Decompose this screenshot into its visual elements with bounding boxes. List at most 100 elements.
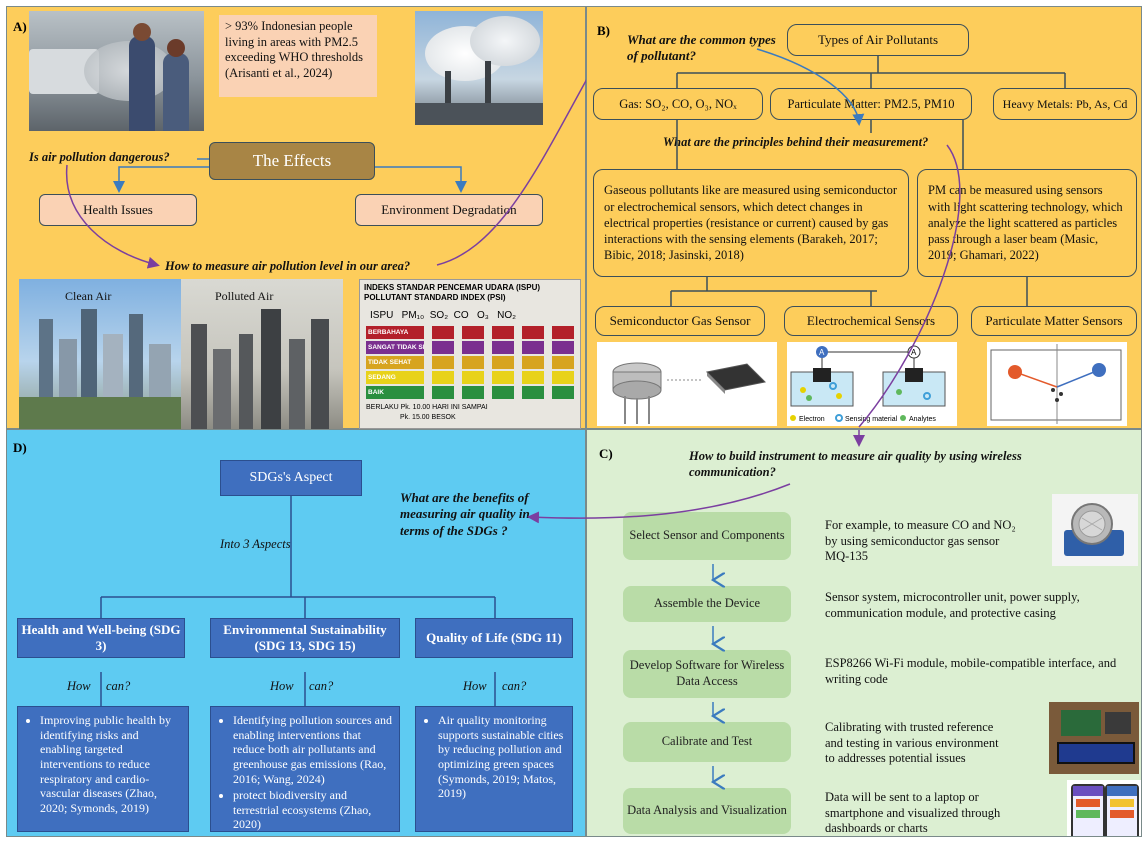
panel-c-connectors — [587, 430, 865, 838]
ispu-cell — [462, 371, 484, 384]
gas-box: Gas: SO₂, CO, O₃, NOₓ — [593, 88, 763, 120]
aspect-title-quality: Quality of Life (SDG 11) — [415, 618, 573, 658]
ispu-level-row: SEDANG — [366, 370, 576, 385]
ispu-footer-1: BERLAKU Pk. 10.00 HARI INI SAMPAI — [366, 404, 488, 411]
types-of-pollutants-box: Types of Air Pollutants — [787, 24, 969, 56]
pm-measurement-box: PM can be measured using sensors with li… — [917, 169, 1137, 277]
ispu-cell — [552, 371, 574, 384]
can-label-3: can? — [502, 679, 527, 693]
particulate-matter-box: Particulate Matter: PM2.5, PM10 — [770, 88, 972, 120]
ispu-cell — [522, 326, 544, 339]
aspect-title-environment: Environmental Sustainability (SDG 13, SD… — [210, 618, 400, 658]
ispu-cell — [552, 386, 574, 399]
pm-sensor-figure — [987, 342, 1127, 426]
step-5-name: Data Analysis and Visualization — [627, 803, 787, 818]
pm25-stat-box: > 93% Indonesian people living in areas … — [219, 15, 377, 97]
aspect-title-health-text: Health and Well-being (SDG 3) — [21, 621, 181, 653]
ammeter-a-2: A — [911, 348, 917, 357]
ispu-cell — [552, 341, 574, 354]
traffic-pollution-photo — [29, 11, 204, 131]
ispu-cell — [492, 386, 514, 399]
smartphone-dashboard-photo — [1067, 780, 1141, 836]
aspect-list-environment: Identifying pollution sources and enabli… — [210, 706, 400, 832]
step-5-desc: Data will be sent to a laptop or smartph… — [825, 790, 1001, 836]
legend-electron: Electron — [799, 416, 825, 423]
types-label: Types of Air Pollutants — [817, 32, 939, 47]
ispu-cell — [462, 356, 484, 369]
ispu-cell — [492, 371, 514, 384]
ispu-level-row: SANGAT TIDAK SEHAT — [366, 340, 576, 355]
question-types: What are the common types of pollutant? — [627, 32, 776, 64]
quality-bullet-1: Air quality monitoring supports sustaina… — [438, 713, 566, 801]
legend-sensing-material: Sensing material — [845, 416, 898, 423]
aspect-list-health: Improving public health by identifying r… — [17, 706, 189, 832]
can-label-1: can? — [106, 679, 131, 693]
ispu-cell — [432, 341, 454, 354]
electrochemical-sensor-label: Electrochemical Sensors — [806, 313, 936, 328]
ispu-cell — [492, 341, 514, 354]
ispu-cell — [432, 356, 454, 369]
calibration-device-photo — [1049, 702, 1139, 774]
question-benefits: What are the benefits of measuring air q… — [400, 490, 530, 538]
ispu-cell — [432, 371, 454, 384]
sdg-aspect-label: SDGs's Aspect — [249, 470, 333, 486]
step-4-name: Calibrate and Test — [661, 734, 753, 749]
ispu-level-label: SEDANG — [366, 371, 424, 384]
ispu-cell — [552, 356, 574, 369]
effects-to-env-arrow — [375, 166, 467, 193]
step-data-analysis: Data Analysis and Visualization — [623, 788, 791, 834]
heavy-metals-box: Heavy Metals: Pb, As, Cd — [993, 88, 1137, 120]
step-1-name: Select Sensor and Components — [629, 528, 785, 543]
step-2-name: Assemble the Device — [653, 596, 761, 611]
ispu-title-2: POLLUTANT STANDARD INDEX (PSI) — [364, 293, 506, 302]
panel-b: B) What are the common types of pollutan… — [586, 6, 1142, 429]
ispu-cell — [552, 326, 574, 339]
how-label-2: How — [270, 679, 294, 693]
ispu-cell — [522, 386, 544, 399]
ispu-cell — [492, 356, 514, 369]
ispu-cell — [522, 341, 544, 354]
panel-b-label: B) — [597, 23, 610, 38]
step-calibrate: Calibrate and Test — [623, 722, 791, 762]
step-1-desc: For example, to measure CO and NO₂ by us… — [825, 518, 1016, 564]
how-label-3: How — [463, 679, 487, 693]
pm-sensor-box: Particulate Matter Sensors — [971, 306, 1137, 336]
ispu-header: ISPU PM₁₀ SO₂ CO O₃ NO₂ — [370, 310, 517, 321]
ispu-cell — [462, 341, 484, 354]
aspect-list-quality: Air quality monitoring supports sustaina… — [415, 706, 573, 832]
ispu-cell — [462, 386, 484, 399]
panel-d-label: D) — [13, 440, 27, 455]
environment-bullet-2: protect biodiversity and terrestrial eco… — [233, 788, 393, 832]
pm-measurement-text: PM can be measured using sensors with li… — [928, 183, 1123, 263]
step-develop-software: Develop Software for Wireless Data Acces… — [623, 650, 791, 698]
ispu-level-row: BERBAHAYA — [366, 325, 576, 340]
step-3-desc: ESP8266 Wi-Fi module, mobile-compatible … — [825, 656, 1117, 686]
factory-smoke-photo — [415, 11, 543, 125]
question-measure: How to measure air pollution level in ou… — [165, 259, 411, 273]
particulate-matter-label: Particulate Matter: PM2.5, PM10 — [787, 96, 955, 111]
aspect-title-quality-text: Quality of Life (SDG 11) — [426, 629, 562, 645]
ispu-cell — [522, 356, 544, 369]
gas-label: Gas: SO₂, CO, O₃, NOₓ — [619, 96, 737, 111]
ispu-title-1: INDEKS STANDAR PENCEMAR UDARA (ISPU) — [364, 283, 541, 292]
step-assemble: Assemble the Device — [623, 586, 791, 622]
ispu-level-label: TIDAK SEHAT — [366, 356, 424, 369]
ispu-level-row: TIDAK SEHAT — [366, 355, 576, 370]
polluted-air-skyline-photo — [181, 279, 343, 429]
clean-air-caption: Clean Air — [65, 289, 112, 303]
ispu-cell — [462, 326, 484, 339]
clean-air-skyline-photo — [19, 279, 181, 429]
legend-analytes: Analytes — [909, 416, 936, 423]
polluted-air-caption: Polluted Air — [215, 289, 274, 303]
into-aspects-label: Into 3 Aspects — [220, 537, 291, 551]
ispu-level-row: BAIK — [366, 385, 576, 400]
panel-a: A) > 93% Indonesian people living in are… — [6, 6, 587, 429]
panel-d: D) SDGs's Aspect What are the benefits o… — [6, 429, 586, 837]
mq135-sensor-photo — [1052, 494, 1138, 566]
electrochemical-sensor-figure: A A Electron Sensing material Analytes — [787, 342, 957, 426]
ispu-level-label: SANGAT TIDAK SEHAT — [366, 341, 424, 354]
how-label-1: How — [67, 679, 91, 693]
health-issues-label: Health Issues — [83, 202, 153, 217]
electrochemical-sensor-box: Electrochemical Sensors — [784, 306, 958, 336]
ispu-board-photo: INDEKS STANDAR PENCEMAR UDARA (ISPU) POL… — [359, 279, 581, 429]
